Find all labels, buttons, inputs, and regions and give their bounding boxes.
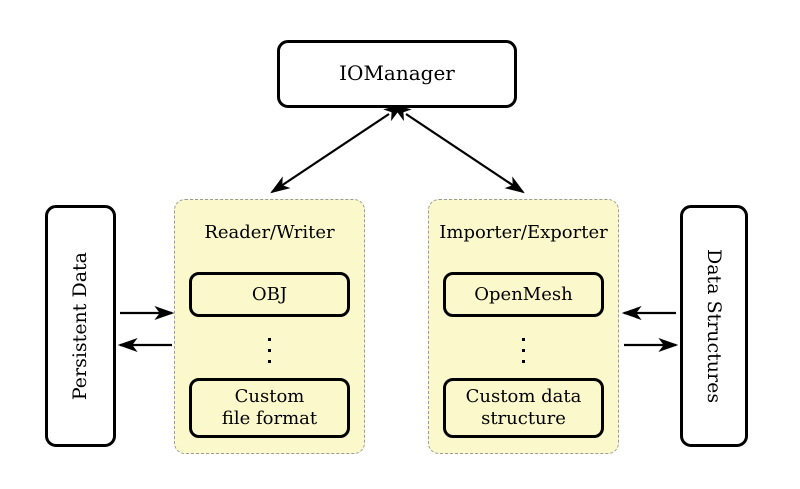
io-manager-label: IOManager xyxy=(339,61,455,86)
io-manager-node: IOManager xyxy=(277,40,517,108)
arrow-manager-importer-exporter xyxy=(391,104,525,194)
importer-exporter-title: Importer/Exporter xyxy=(439,222,608,243)
importer-exporter-item-openmesh-label: OpenMesh xyxy=(474,283,573,305)
reader-writer-ellipsis-icon xyxy=(175,338,364,363)
importer-exporter-item-openmesh: OpenMesh xyxy=(443,272,604,317)
persistent-data-node: Persistent Data xyxy=(45,205,116,447)
data-structures-node: Data Structures xyxy=(680,205,748,447)
persistent-data-label: Persistent Data xyxy=(69,251,92,401)
reader-writer-item-obj-label: OBJ xyxy=(251,283,288,305)
importer-exporter-ellipsis-icon xyxy=(429,338,618,363)
reader-writer-item-obj: OBJ xyxy=(189,272,350,317)
reader-writer-title: Reader/Writer xyxy=(204,222,335,243)
data-structures-label: Data Structures xyxy=(703,248,726,404)
arrow-manager-reader-writer xyxy=(270,104,404,194)
